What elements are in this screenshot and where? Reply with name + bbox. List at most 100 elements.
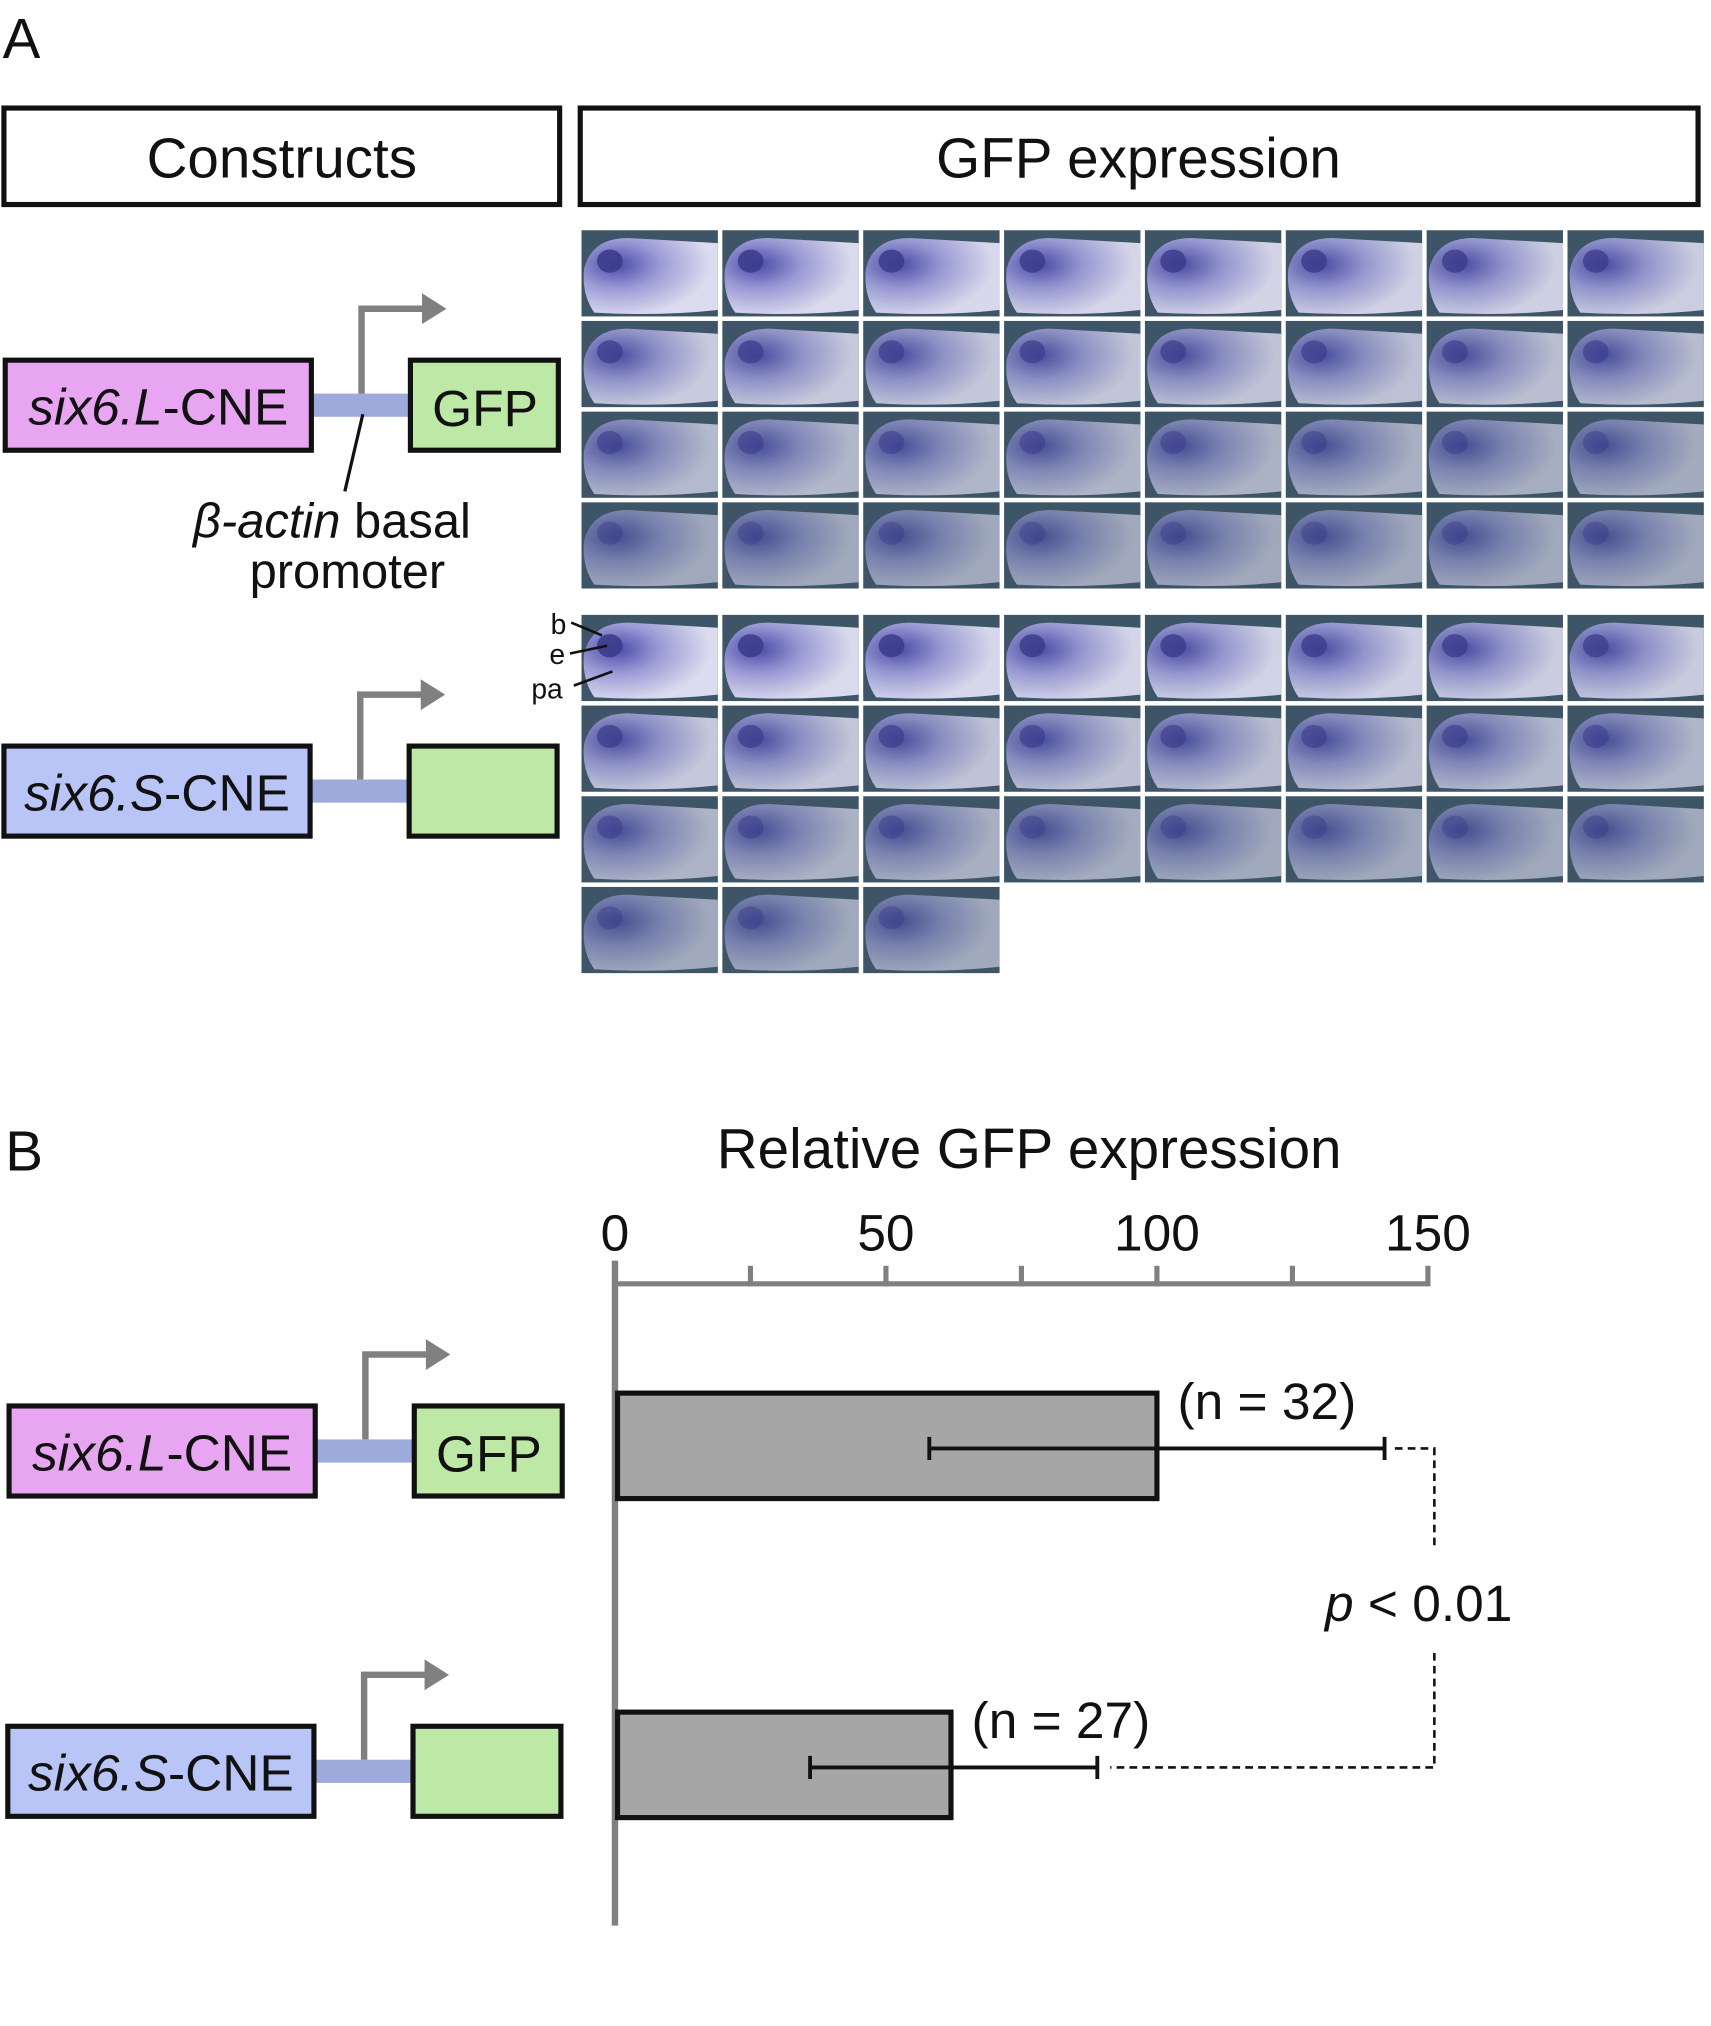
a-six6-l-linker: [308, 393, 412, 417]
embryo-eye: [1019, 521, 1046, 545]
b-six6-s-cne-name: six6.S: [28, 1744, 168, 1802]
chart-title: Relative GFP expression: [717, 1117, 1342, 1180]
b-six6-s-reporter-box: [410, 1723, 564, 1819]
embryo-eye: [1582, 815, 1609, 839]
embryo-eye: [737, 249, 764, 273]
annotation-e: e: [549, 638, 565, 670]
embryo-body: [724, 894, 859, 971]
embryo-body: [1569, 419, 1704, 496]
six6-s-embryo-image: [1567, 614, 1704, 702]
embryo-eye: [737, 815, 764, 839]
annotation-pa-pointer: [573, 670, 613, 687]
embryo-eye: [737, 906, 764, 930]
a-six6-l-arrowhead-icon: [422, 293, 447, 325]
embryo-body: [1147, 328, 1282, 405]
b-six6-l-cne-box: [6, 1403, 318, 1499]
embryo-eye: [1160, 521, 1187, 545]
embryo-body: [1428, 419, 1563, 496]
embryo-eye: [1160, 724, 1187, 749]
embryo-body: [865, 237, 1000, 315]
six6-s-embryo-image: [863, 614, 1000, 702]
six6-l-embryo-image: [1144, 411, 1282, 498]
embryo-eye: [878, 340, 905, 364]
embryo-body: [1569, 328, 1704, 405]
embryo-eye: [1160, 634, 1187, 658]
a-six6-l-reporter-label: GFP: [432, 379, 538, 437]
embryo-body: [1428, 803, 1563, 881]
embryo-body: [724, 237, 859, 315]
promoter-label-line2: promoter: [250, 545, 446, 599]
embryo-eye: [596, 340, 623, 364]
embryo-eye: [596, 521, 623, 545]
embryo-body: [1147, 510, 1282, 587]
embryo-image-grid: [581, 230, 1704, 974]
six6-l-embryo-image: [581, 411, 718, 498]
six6-s-embryo-image: [1426, 705, 1563, 792]
embryo-body: [1147, 713, 1282, 790]
embryo-body: [1287, 622, 1423, 699]
embryo-body: [1006, 803, 1141, 881]
gfp-header-box: [577, 105, 1701, 208]
six6-l-embryo-image: [1144, 230, 1282, 317]
b-six6-s-cne-box: [5, 1723, 317, 1819]
embryo-body: [724, 622, 859, 699]
b-six6-l-reporter-box: [411, 1403, 565, 1499]
embryo-body: [1287, 713, 1423, 790]
embryo-body: [865, 894, 1000, 971]
embryo-eye: [878, 815, 905, 839]
embryo-body: [583, 328, 718, 405]
embryo-body: [1006, 328, 1141, 405]
embryo-body: [724, 419, 859, 496]
embryo-eye: [1582, 249, 1609, 273]
embryo-body: [1287, 803, 1423, 881]
embryo-body: [583, 894, 718, 971]
embryo-body: [583, 237, 718, 315]
six6-l-embryo-image: [722, 411, 859, 498]
a-six6-l-cne-name: six6.L: [28, 377, 162, 435]
a-six6-s-linker: [307, 779, 411, 803]
embryo-body: [1428, 328, 1563, 405]
embryo-eye: [1301, 340, 1327, 364]
six6-s-embryo-image: [581, 614, 718, 702]
six6-s-embryo-image: [1567, 796, 1704, 883]
six6-s-embryo-image: [1144, 614, 1282, 702]
six6-l-embryo-image: [722, 320, 859, 408]
a-six6-s-tss-arrow-icon: [357, 691, 424, 780]
embryo-eye: [737, 634, 764, 658]
embryo-eye: [1019, 815, 1046, 839]
p-value-label: p < 0.01: [1323, 1574, 1512, 1632]
promoter-label: β-actin basal: [191, 495, 471, 549]
b-six6-s-cne-suffix: -CNE: [168, 1744, 294, 1802]
six6-l-embryo-image: [1567, 411, 1704, 498]
six6-l-embryo-image: [1567, 502, 1704, 589]
embryo-body: [1287, 419, 1423, 496]
embryo-eye: [1160, 430, 1187, 455]
embryo-eye: [737, 521, 764, 545]
embryo-eye: [1160, 815, 1187, 839]
b-six6-s-tss-arrow-icon: [360, 1671, 428, 1760]
a-six6-s-cne-name: six6.S: [24, 763, 164, 821]
embryo-body: [865, 328, 1000, 405]
six6-s-embryo-image: [863, 886, 1000, 974]
six6-l-embryo-image: [722, 230, 859, 317]
embryo-body: [583, 622, 718, 699]
six6-s-embryo-image: [1144, 796, 1282, 883]
embryo-eye: [1019, 430, 1046, 455]
embryo-eye: [1160, 249, 1187, 273]
embryo-eye: [878, 634, 905, 658]
six6-l-embryo-image: [1144, 502, 1282, 589]
embryo-eye: [1301, 634, 1327, 658]
six6-l-embryo-image: [863, 502, 1000, 589]
embryo-eye: [1301, 249, 1327, 273]
embryo-eye: [596, 815, 623, 839]
embryo-body: [1569, 237, 1704, 315]
a-six6-l-cne-suffix: -CNE: [163, 377, 289, 435]
a-six6-s-cne-box: [1, 743, 313, 839]
embryo-body: [583, 713, 718, 790]
embryo-body: [1147, 622, 1282, 699]
panel-b-label: B: [5, 1120, 43, 1183]
embryo-eye: [1442, 249, 1468, 273]
b-six6-s-linker: [311, 1759, 415, 1783]
p-symbol: p: [1323, 1574, 1354, 1632]
